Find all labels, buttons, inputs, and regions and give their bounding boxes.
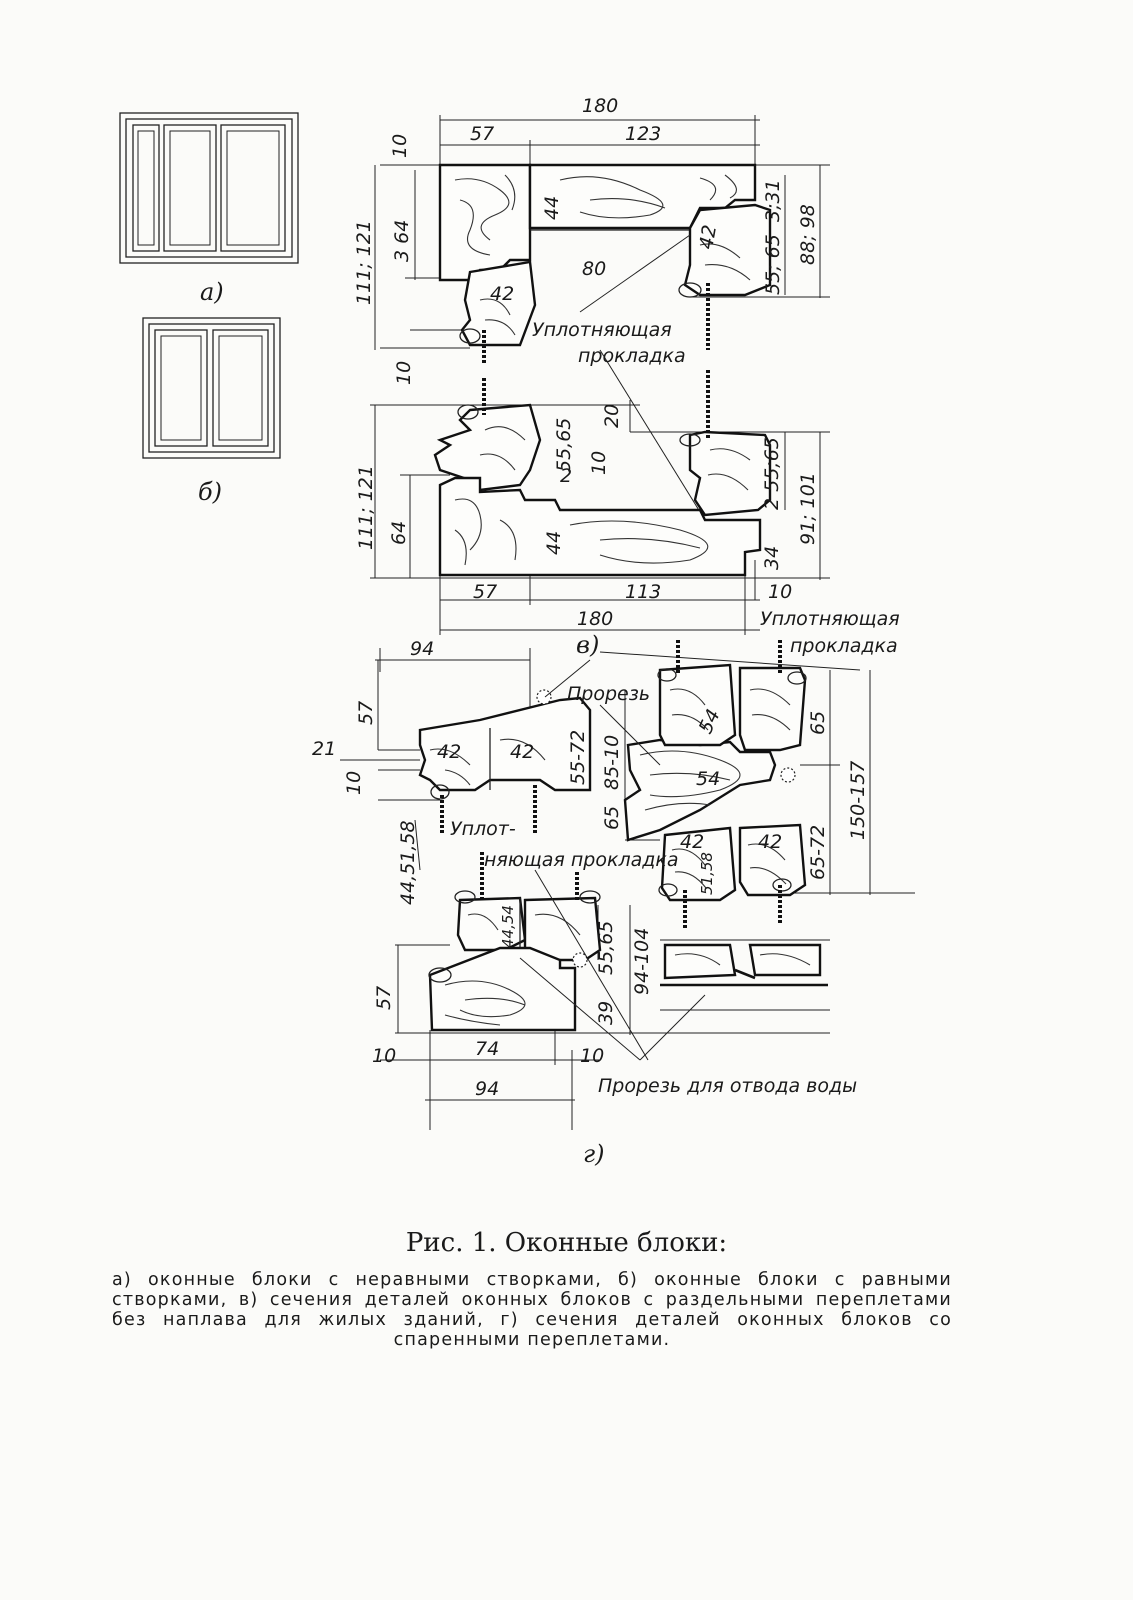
dim-v-42d: 42 — [758, 831, 782, 853]
dim-v-65b: 65 — [807, 711, 829, 735]
elevation-a-unequal-sashes: а) — [119, 112, 299, 306]
dim-v-54b: 54 — [696, 768, 720, 790]
dim-a-top-gap: 10 — [389, 134, 411, 158]
section-b-sill: 111; 121 64 2 55,65 10 20 44 2 55;65 91;… — [355, 370, 900, 657]
annotation-seal-3-line2: няющая прокладка — [484, 849, 678, 871]
dim-v-42a: 42 — [437, 741, 461, 763]
dim-a-right: 123 — [625, 123, 661, 145]
dim-v-42b: 42 — [510, 741, 534, 763]
dim-g-57: 57 — [373, 986, 395, 1010]
dim-a-44: 44 — [541, 196, 563, 220]
dim-b-44: 44 — [543, 531, 565, 555]
section-g-coupled: 44,54 55,65 94-104 57 39 10 74 10 94 Про… — [372, 852, 857, 1168]
dim-b-64: 64 — [388, 521, 410, 545]
annotation-seal-3-line1: Уплот- — [450, 818, 516, 840]
dim-b-20: 20 — [601, 404, 623, 428]
dim-a-80: 80 — [582, 258, 606, 280]
annotation-seal-1-line1: Уплотняющая — [532, 319, 672, 341]
dim-a-height: 111; 121 — [353, 220, 375, 305]
dim-b-34: 34 — [761, 546, 783, 570]
dim-b-113: 113 — [625, 581, 661, 603]
sublabel-b: б) — [198, 478, 222, 506]
sublabel-g: г) — [583, 1140, 605, 1168]
annotation-seal-2-line2: прокладка — [790, 635, 898, 657]
sublabel-a: а) — [200, 278, 224, 306]
sublabel-v: в) — [576, 631, 599, 659]
dim-a-5565: 55; 65 — [762, 234, 784, 295]
dim-v-150157: 150-157 — [847, 761, 869, 840]
dim-g-94104: 94-104 — [631, 928, 653, 995]
section-a-head: 180 57 123 10 111; 121 3 64 10 44 42 42 … — [353, 95, 830, 521]
dim-a-8898: 88; 98 — [797, 204, 819, 265]
dim-g-94: 94 — [475, 1078, 499, 1100]
dim-g-5565: 55,65 — [595, 921, 617, 975]
dim-a-64: 3 64 — [391, 220, 413, 262]
dim-a-31: 3;31 — [762, 179, 784, 222]
dim-g-39: 39 — [595, 1001, 617, 1025]
dim-a-bottom-gap: 10 — [393, 361, 415, 385]
dim-v-445158: 44,51,58 — [397, 820, 419, 905]
annotation-seal-1-line2: прокладка — [578, 345, 686, 367]
dim-v-6572: 65-72 — [807, 825, 829, 880]
dim-a-42-right: 42 — [695, 223, 721, 251]
dim-b-gap10: 10 — [768, 581, 792, 603]
dim-g-10b: 10 — [580, 1045, 604, 1067]
dim-a-42-left: 42 — [490, 283, 514, 305]
dim-a-left: 57 — [470, 123, 494, 145]
figure-legend: а) оконные блоки с неравными створками, … — [112, 1270, 952, 1350]
dim-g-74: 74 — [475, 1038, 499, 1060]
dim-v-5158: 51,58 — [698, 852, 716, 895]
annotation-seal-2-line1: Уплотняющая — [760, 608, 900, 630]
dim-b-10: 10 — [588, 451, 610, 475]
dim-v-21: 21 — [312, 738, 336, 760]
dim-g-10a: 10 — [372, 1045, 396, 1067]
dim-v-57: 57 — [355, 701, 377, 725]
annotation-slot-water: Прорезь для отвода воды — [598, 1075, 857, 1097]
annotation-slot: Прорезь — [567, 683, 650, 705]
dim-v-5572: 55-72 — [567, 730, 589, 785]
dim-b-180: 180 — [577, 608, 613, 630]
dim-b-91101: 91; 101 — [797, 472, 819, 545]
dim-b-5565: 55,65 — [553, 418, 575, 472]
dim-v-10: 10 — [343, 771, 365, 795]
dim-v-94: 94 — [410, 638, 434, 660]
figure-caption: Рис. 1. Оконные блоки: — [405, 1228, 728, 1258]
dim-a-overall: 180 — [582, 95, 618, 117]
dim-v-42c: 42 — [680, 831, 704, 853]
dim-b-2: 2 — [560, 465, 572, 487]
dim-b-2-5565: 2 55;65 — [761, 437, 783, 510]
elevation-b-equal-sashes: б) — [142, 317, 281, 506]
dim-b-height: 111; 121 — [355, 465, 377, 550]
dim-b-57: 57 — [473, 581, 497, 603]
dim-g-4454: 44,54 — [499, 905, 517, 948]
dim-v-65a: 65 — [601, 806, 623, 830]
section-v-mullion: в) 94 57 21 10 42 42 55-72 85-10 54 54 6… — [312, 631, 915, 930]
dim-v-8510: 85-10 — [601, 735, 623, 790]
